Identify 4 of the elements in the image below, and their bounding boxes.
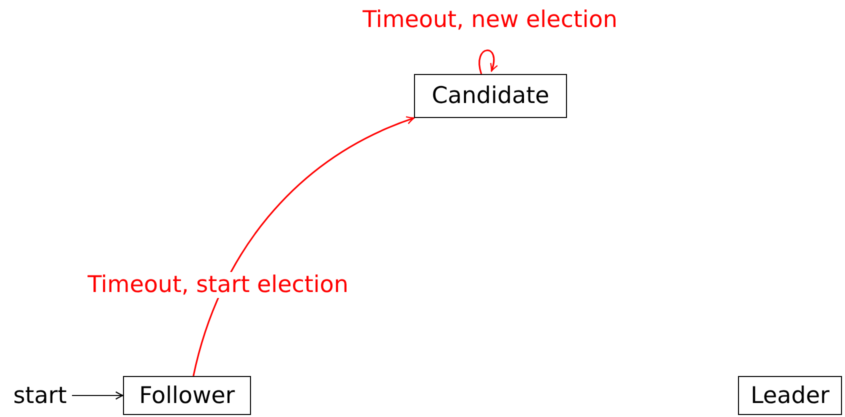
- state-box: Follower: [123, 376, 251, 415]
- state-box: Candidate: [414, 74, 567, 118]
- start-label: start: [8, 376, 72, 415]
- state-box: Leader: [738, 376, 842, 415]
